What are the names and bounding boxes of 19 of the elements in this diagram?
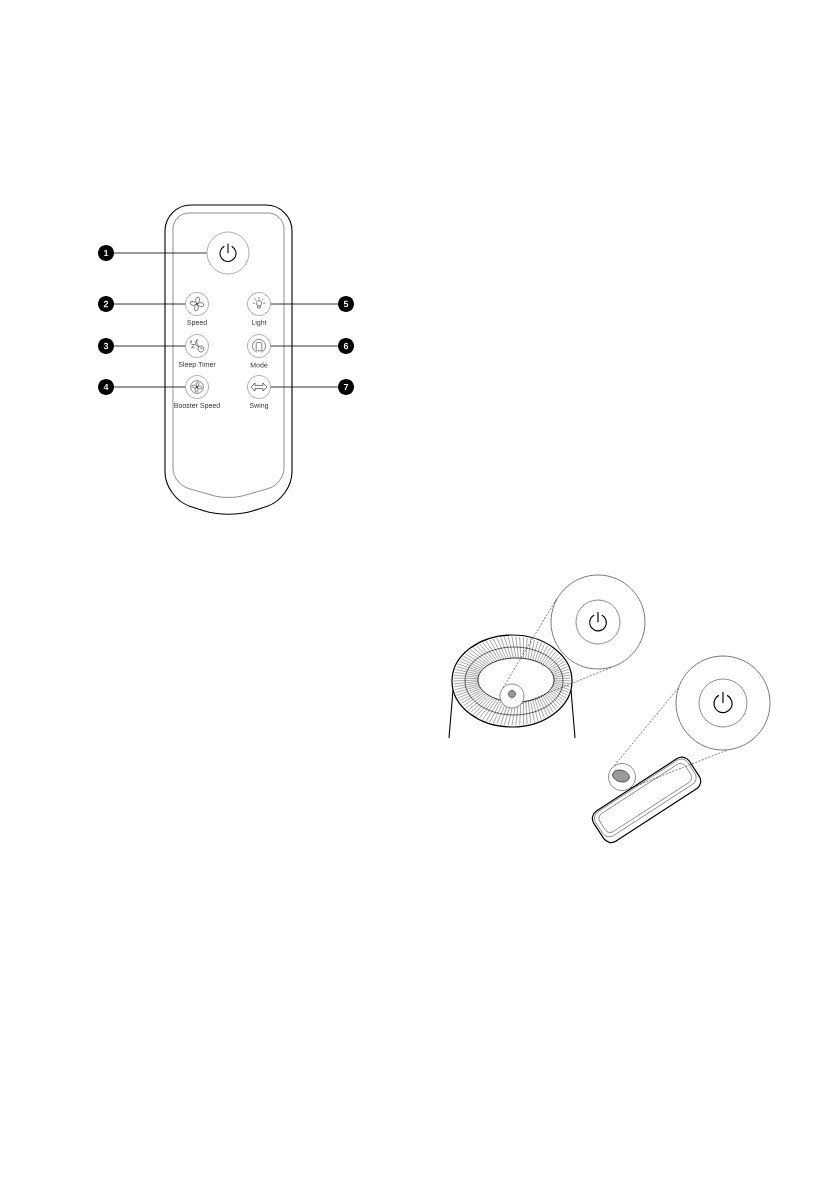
callout-number: 7 <box>338 379 354 395</box>
callout-number: 3 <box>98 338 114 354</box>
dashed-line <box>502 598 558 689</box>
callout-number: 4 <box>98 379 114 395</box>
magnifier-circle <box>550 574 646 670</box>
callout-number: 2 <box>98 296 114 312</box>
callout-number: 1 <box>98 245 114 261</box>
leader-line <box>270 345 339 347</box>
leader-line <box>270 386 339 388</box>
leader-line <box>113 386 186 388</box>
leader-line <box>113 303 186 305</box>
dashed-line <box>614 688 679 766</box>
leader-line <box>113 345 186 347</box>
callout-number: 5 <box>338 296 354 312</box>
leader-line <box>113 252 208 254</box>
dashed-line <box>521 667 612 704</box>
leader-line <box>270 303 339 305</box>
callout-number: 6 <box>338 338 354 354</box>
magnifier-circle <box>675 655 771 751</box>
